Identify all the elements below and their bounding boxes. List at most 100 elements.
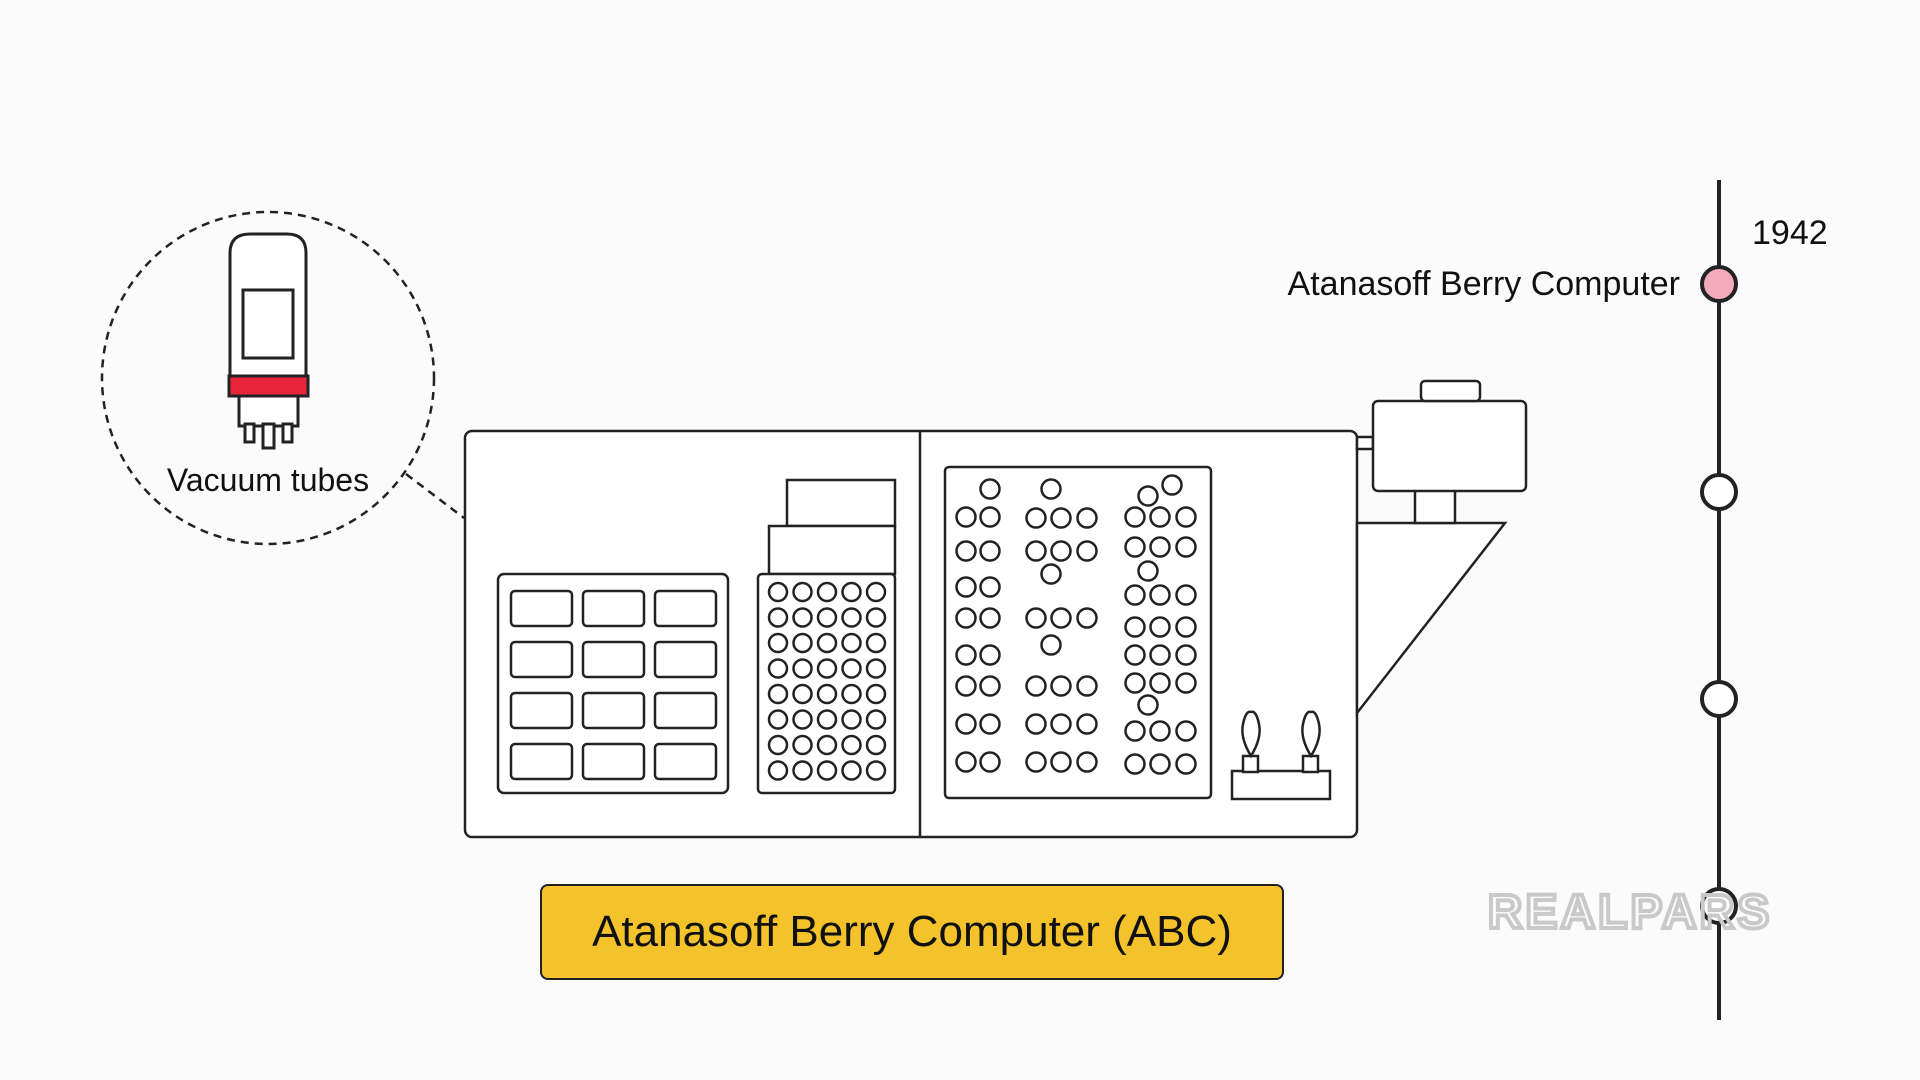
drum-hole xyxy=(1124,584,1146,606)
timeline-node-3[interactable] xyxy=(1700,680,1738,718)
drum-holes xyxy=(955,474,1197,775)
drum-hole xyxy=(1175,506,1197,528)
drum-hole xyxy=(1050,751,1072,773)
drum-hole xyxy=(1076,751,1098,773)
drum-hole xyxy=(955,713,977,735)
timeline-node-2[interactable] xyxy=(1700,473,1738,511)
abc-machine xyxy=(463,379,1528,839)
drum-hole xyxy=(1050,507,1072,529)
drum-hole xyxy=(1124,616,1146,638)
drum-hole xyxy=(1076,540,1098,562)
drum-hole xyxy=(1040,634,1062,656)
hole xyxy=(792,709,813,730)
key xyxy=(653,589,718,628)
callout-label: Vacuum tubes xyxy=(167,462,369,498)
hole xyxy=(792,683,813,705)
timeline-year: 1942 xyxy=(1752,214,1828,252)
key xyxy=(581,589,646,628)
hole xyxy=(792,734,813,756)
drum-hole xyxy=(1025,675,1047,697)
drum-hole xyxy=(1149,616,1171,638)
hole xyxy=(816,709,838,730)
drum-hole xyxy=(955,607,977,629)
hole xyxy=(767,760,789,781)
key xyxy=(509,589,574,628)
drum-hole xyxy=(1137,485,1159,507)
hole xyxy=(816,658,838,679)
drum-hole xyxy=(1040,563,1062,585)
drum-hole xyxy=(1175,536,1197,558)
drum-hole xyxy=(1149,536,1171,558)
drum-hole xyxy=(979,751,1001,773)
side-console xyxy=(1355,379,1528,717)
drum-hole xyxy=(955,675,977,697)
drum-hole xyxy=(1175,720,1197,742)
drum-hole xyxy=(1076,607,1098,629)
drum-hole xyxy=(1050,540,1072,562)
key-grid xyxy=(509,589,718,781)
drum-hole xyxy=(1025,713,1047,735)
drum-hole xyxy=(1124,672,1146,694)
callout-circle xyxy=(100,210,436,546)
drum-hole xyxy=(1076,507,1098,529)
drum-hole xyxy=(1175,672,1197,694)
key xyxy=(509,742,574,781)
drum-hole xyxy=(979,713,1001,735)
hole xyxy=(841,709,862,730)
drum-hole xyxy=(1175,753,1197,775)
vacuum-tube-callout: Vacuum tubes xyxy=(100,210,465,546)
hole xyxy=(792,607,813,628)
timeline-node-4[interactable] xyxy=(1700,887,1738,925)
drum-hole xyxy=(1124,644,1146,666)
timeline-event-label: Atanasoff Berry Computer xyxy=(1288,265,1680,303)
key xyxy=(653,691,718,730)
timeline-node-1942[interactable] xyxy=(1700,265,1738,303)
drum-hole xyxy=(1161,474,1183,496)
drum-hole xyxy=(979,607,1001,629)
drum-hole xyxy=(1025,507,1047,529)
hole xyxy=(865,632,887,654)
drum-hole xyxy=(1076,675,1098,697)
hole xyxy=(767,607,789,628)
drum-hole xyxy=(1124,720,1146,742)
switch-unit xyxy=(1230,710,1332,801)
key xyxy=(581,640,646,679)
hole xyxy=(767,632,789,654)
drum-hole xyxy=(955,506,977,528)
drum-hole xyxy=(1025,751,1047,773)
drum-hole xyxy=(955,576,977,598)
vacuum-tube-icon xyxy=(227,232,310,450)
button-panel xyxy=(496,572,730,795)
top-box-upper xyxy=(785,478,897,528)
drum-hole xyxy=(1040,478,1062,500)
drum-hole xyxy=(1050,607,1072,629)
hole xyxy=(816,734,838,756)
drum-hole xyxy=(1124,536,1146,558)
hole xyxy=(767,683,789,705)
key xyxy=(581,742,646,781)
drum-hole xyxy=(955,540,977,562)
hole xyxy=(767,581,789,603)
drum-hole xyxy=(1025,607,1047,629)
drum-hole xyxy=(979,540,1001,562)
hole xyxy=(816,607,838,628)
hole xyxy=(865,581,887,603)
hole xyxy=(841,760,862,781)
drum-hole xyxy=(1175,644,1197,666)
drum-hole xyxy=(1076,713,1098,735)
drum-hole xyxy=(1175,616,1197,638)
hole xyxy=(865,658,887,679)
drum-hole xyxy=(955,644,977,666)
hole xyxy=(865,607,887,628)
drum-hole xyxy=(955,751,977,773)
hole xyxy=(841,632,862,654)
hole xyxy=(767,734,789,756)
key xyxy=(653,742,718,781)
drum-hole xyxy=(979,506,1001,528)
hole xyxy=(865,683,887,705)
hole xyxy=(841,581,862,603)
hole xyxy=(865,734,887,756)
drum-hole xyxy=(1149,644,1171,666)
hole xyxy=(792,658,813,679)
